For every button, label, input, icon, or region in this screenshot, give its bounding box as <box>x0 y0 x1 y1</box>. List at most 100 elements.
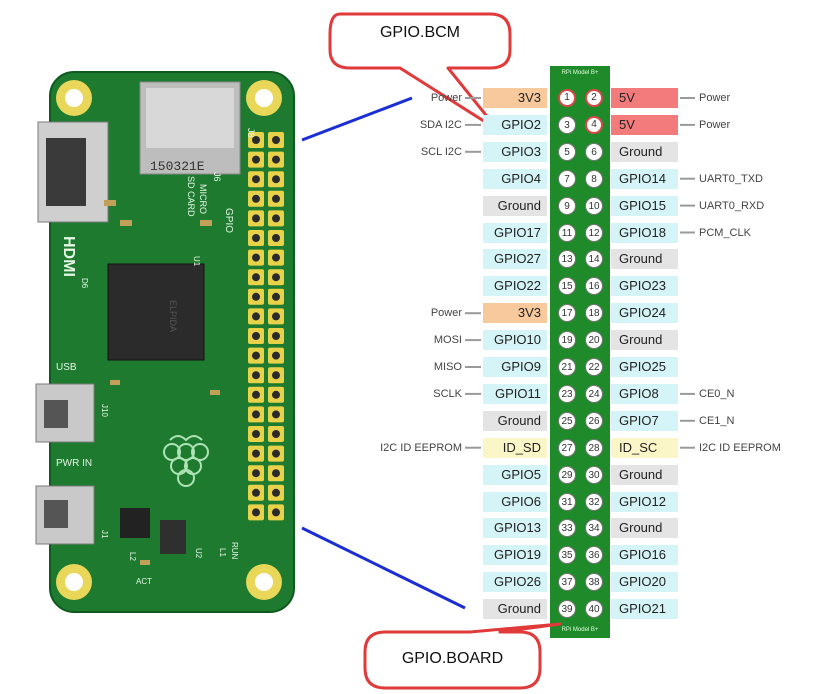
gpio-pad-hole <box>252 449 260 458</box>
pin-number: 21 <box>558 358 576 376</box>
pin-number: 5 <box>558 142 576 161</box>
j6-label: J6 <box>212 172 222 182</box>
sd-card-label: SD CARD <box>186 176 196 217</box>
pin-24-label: GPIO8 <box>611 383 678 404</box>
gpio-pad-hole <box>252 488 260 497</box>
pin-2-function: Power <box>699 92 731 104</box>
pin-number: 34 <box>585 519 603 538</box>
gpio-pad-hole <box>252 430 260 438</box>
pin-number: 13 <box>558 250 576 269</box>
gpio-pad-hole <box>252 351 260 360</box>
pin-24-function: CE0_N <box>699 387 735 400</box>
j10-label: J10 <box>100 404 109 417</box>
pin-number: 9 <box>558 196 576 215</box>
pin-6-label: Ground <box>611 141 678 162</box>
pin-37-label: GPIO26 <box>483 572 547 593</box>
pin-27-function: I2C ID EEPROM <box>380 441 462 454</box>
pin-1-function: Power <box>430 92 462 104</box>
gpio-pad-hole <box>272 430 280 438</box>
l1-label: L1 <box>218 548 227 557</box>
pin-22-label: GPIO25 <box>611 357 678 377</box>
pin-2-label: 5V <box>611 88 678 108</box>
hdmi-label: HDMI <box>60 236 77 277</box>
pin-number: 8 <box>585 169 603 188</box>
pin-number: 11 <box>558 223 576 242</box>
pin-number: 3 <box>558 115 576 134</box>
pin-12-label: GPIO18 <box>611 222 678 243</box>
gpio-pad-hole <box>272 351 280 360</box>
pin-40-label: GPIO21 <box>611 599 678 620</box>
gpio-pad-hole <box>272 390 280 399</box>
pin-number: 28 <box>585 438 603 457</box>
pin-18-label: GPIO24 <box>611 303 678 324</box>
pin-4-label: 5V <box>611 114 678 135</box>
gpio-pad-hole <box>252 273 260 282</box>
pin-38-label: GPIO20 <box>611 572 678 593</box>
pin-number: 32 <box>585 492 603 511</box>
pin-14-label: Ground <box>611 249 678 270</box>
gpio-silk-label: GPIO <box>223 208 234 233</box>
pin-number: 31 <box>558 492 576 511</box>
pin-15-label: GPIO22 <box>483 276 547 297</box>
pin-8-label: GPIO14 <box>611 168 678 189</box>
pin-8-function: UART0_TXD <box>699 172 763 185</box>
pin-3-function: SDA I2C <box>419 118 462 131</box>
gpio-pad-hole <box>272 449 280 458</box>
j1-label: J1 <box>100 530 109 539</box>
pin-21-label: GPIO9 <box>483 357 547 377</box>
connector-line-top <box>301 96 413 142</box>
gpio-pad-hole <box>252 371 260 380</box>
pin-number: 12 <box>585 223 603 242</box>
gpio-pad-hole <box>252 410 260 419</box>
pin-number: 19 <box>558 331 576 350</box>
pin-number: 36 <box>585 546 603 565</box>
gpio-pad-hole <box>272 312 280 321</box>
pin-number: 40 <box>585 600 603 619</box>
gpio-pad-hole <box>252 253 260 262</box>
gpio-bcm-label: GPIO.BCM <box>379 24 460 41</box>
gpio-board-callout <box>363 622 562 690</box>
pin-number: 14 <box>585 250 603 269</box>
pin-13-label: GPIO27 <box>483 249 547 270</box>
raspberry-logo-icon <box>163 435 209 487</box>
gpio-pad-hole <box>252 312 260 321</box>
d6-label: D6 <box>80 278 89 289</box>
pin-4-function: Power <box>699 118 731 131</box>
gpio-pad-hole <box>272 175 280 184</box>
gpio-pad-hole <box>252 175 260 184</box>
gpio-pad-hole <box>272 253 280 262</box>
gpio-pad-hole <box>252 155 260 164</box>
gpio-pad-hole <box>252 214 260 223</box>
pin-28-label: ID_SC <box>611 437 678 458</box>
pin-29-label: GPIO5 <box>483 464 547 485</box>
pin-35-label: GPIO19 <box>483 545 547 566</box>
header-strip <box>550 66 610 638</box>
pin-number: 24 <box>585 384 603 403</box>
pin-number: 33 <box>558 519 576 538</box>
sd-code-label: 150321E <box>150 159 205 174</box>
pin-36-label: GPIO16 <box>611 545 678 566</box>
gpio-pad-hole <box>272 273 280 282</box>
pin-26-label: GPIO7 <box>611 410 678 431</box>
pin-number: 23 <box>558 384 576 403</box>
pin-number: 22 <box>585 358 603 376</box>
gpio-pad-hole <box>272 332 280 340</box>
cpu-chip <box>107 263 205 361</box>
pin-32-label: GPIO12 <box>611 491 678 512</box>
connector-line-bottom <box>301 526 466 610</box>
pin-number: 2 <box>585 89 603 107</box>
pin-number: 17 <box>558 304 576 323</box>
chip-label: ELPIDA <box>168 300 178 332</box>
gpio-pad-hole <box>252 194 260 203</box>
gpio-pad-hole <box>252 469 260 478</box>
pin-31-label: GPIO6 <box>483 491 547 512</box>
act-label: ACT <box>136 577 152 586</box>
pin-number: 10 <box>585 196 603 215</box>
pin-10-function: UART0_RXD <box>699 199 765 212</box>
pin-number: 38 <box>585 573 603 592</box>
pin-20-label: Ground <box>611 330 678 351</box>
pin-number: 30 <box>585 465 603 484</box>
pin-number: 37 <box>558 573 576 592</box>
gpio-pad-hole <box>252 332 260 340</box>
